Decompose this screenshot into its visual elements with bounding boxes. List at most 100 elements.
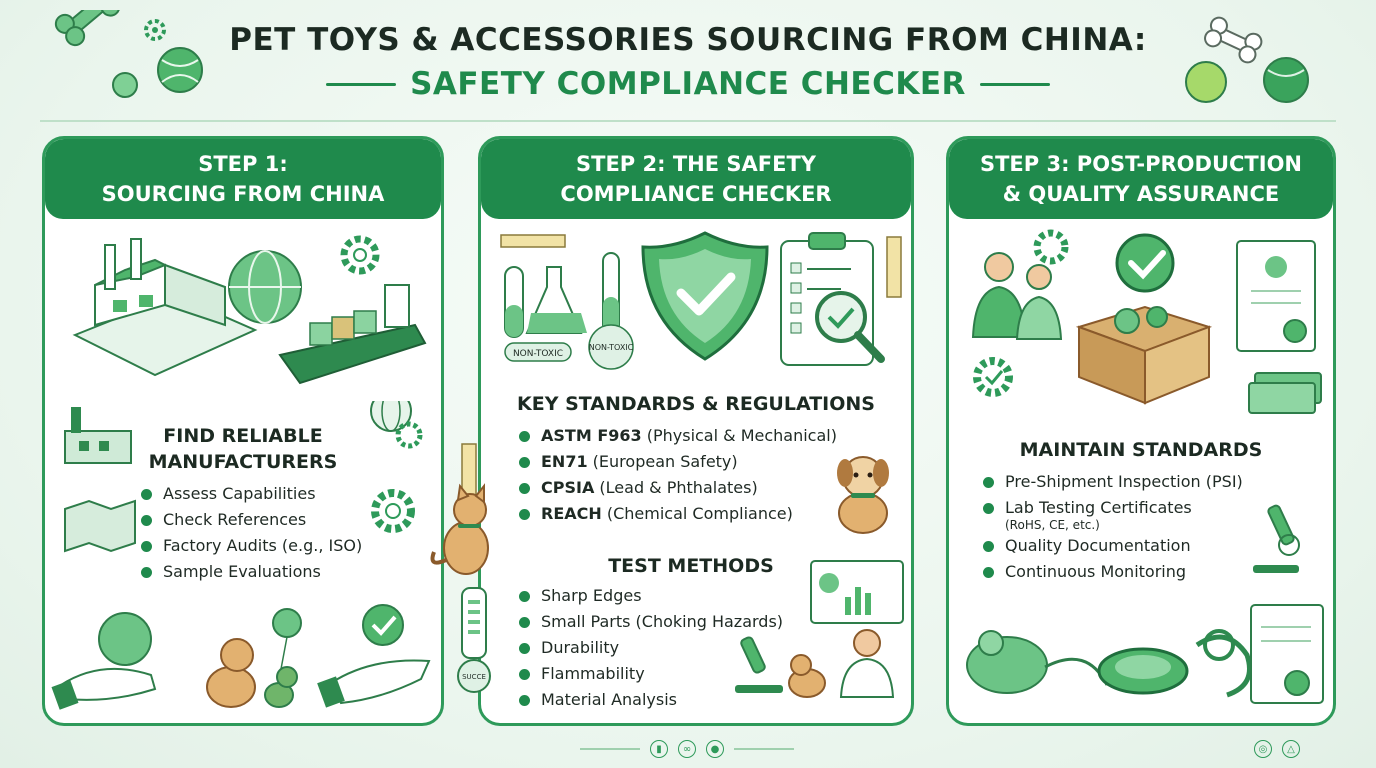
step3-heading-line1: STEP 3: POST-PRODUCTION — [979, 152, 1302, 176]
chart-icon: ▮ — [650, 740, 668, 758]
step1-heading-line1: STEP 1: — [198, 152, 288, 176]
step1-side-icons — [64, 401, 423, 553]
microscope-icon — [1253, 504, 1300, 573]
standard-desc: (Chemical Compliance) — [601, 504, 793, 523]
standard-desc: (Physical & Mechanical) — [641, 426, 837, 445]
step2-heading-line2: COMPLIANCE CHECKER — [560, 182, 832, 206]
step2-illustration: NON-TOXIC NON-TOXIC — [500, 231, 902, 370]
step3-heading-line2: & QUALITY ASSURANCE — [1002, 182, 1280, 206]
certificate-icon — [1236, 240, 1316, 352]
dog-illustration — [837, 456, 889, 534]
gear-icon — [144, 19, 166, 41]
subtitle-rule-left — [326, 82, 397, 86]
list-item: Small Parts (Choking Hazards) — [519, 609, 783, 635]
shield-check-icon — [641, 231, 769, 361]
cat-illustration — [430, 443, 489, 575]
footer-divider — [734, 748, 794, 750]
box-icon — [1075, 305, 1213, 405]
list-item: Sharp Edges — [519, 583, 783, 609]
frisbee-icon — [1097, 647, 1189, 695]
list-item: Lab Testing Certificates(RoHS, CE, etc.) — [983, 495, 1243, 533]
badge2-text: NON-TOXIC — [589, 343, 634, 352]
gear-icon — [371, 489, 415, 533]
list-item: Quality Documentation — [983, 533, 1243, 559]
list-item: REACH (Chemical Compliance) — [519, 501, 837, 527]
magnifier-icon — [815, 291, 885, 363]
mouse-toy-icon — [966, 630, 1109, 694]
gauge-illustration: SUCCE — [457, 587, 491, 693]
step1-bottom-art — [51, 604, 431, 710]
tests-list: Sharp Edges Small Parts (Choking Hazards… — [519, 583, 783, 713]
step2-bottom-art — [735, 560, 904, 698]
pets-icon — [206, 608, 302, 708]
ship-icon — [278, 284, 427, 385]
page-header: PET TOYS & ACCESSORIES SOURCING FROM CHI… — [0, 22, 1376, 102]
globe-icon — [228, 250, 302, 324]
step1-heading: STEP 1: SOURCING FROM CHINA — [45, 139, 441, 219]
step2-heading-line1: STEP 2: THE SAFETY — [576, 152, 816, 176]
standard-code: REACH — [541, 504, 602, 523]
badge1-text: NON-TOXIC — [513, 349, 563, 359]
header-left-art — [54, 10, 203, 98]
standard-desc: (Lead & Phthalates) — [594, 478, 758, 497]
list-item: Material Analysis — [519, 687, 783, 713]
list-item: Durability — [519, 635, 783, 661]
step1-section-line1: FIND RELIABLE — [163, 425, 323, 447]
map-icon — [64, 499, 136, 553]
standard-code: ASTM F963 — [541, 426, 642, 445]
list-item: Pre-Shipment Inspection (PSI) — [983, 469, 1243, 495]
header-divider — [40, 120, 1336, 122]
step3-panel: STEP 3: POST-PRODUCTION & QUALITY ASSURA… — [946, 136, 1336, 726]
bone-icon — [54, 10, 121, 47]
list-item: ASTM F963 (Physical & Mechanical) — [519, 423, 837, 449]
step3-illustration — [971, 229, 1322, 414]
list-item: Assess Capabilities — [141, 481, 362, 507]
subtitle-rule-right — [979, 82, 1050, 86]
step1-section-line2: MANUFACTURERS — [148, 451, 338, 473]
step2-panel: STEP 2: THE SAFETY COMPLIANCE CHECKER NO… — [478, 136, 914, 726]
list-item: Factory Audits (e.g., ISO) — [141, 533, 362, 559]
cat-icon — [430, 483, 489, 575]
step1-panel: STEP 1: SOURCING FROM CHINA — [42, 136, 444, 726]
page-title: PET TOYS & ACCESSORIES SOURCING FROM CHI… — [229, 22, 1147, 58]
microscope-icon — [735, 636, 783, 693]
step3-heading: STEP 3: POST-PRODUCTION & QUALITY ASSURA… — [949, 139, 1333, 219]
network-icon: △ — [1282, 740, 1300, 758]
hand-globe-icon — [51, 612, 157, 710]
dog-icon — [837, 456, 889, 534]
scientist-icon — [788, 629, 895, 698]
standards-title: KEY STANDARDS & REGULATIONS — [517, 393, 875, 415]
non-toxic-badge: NON-TOXIC NON-TOXIC — [504, 324, 634, 370]
bone-icon — [1204, 16, 1263, 64]
step3-bottom-art — [966, 504, 1324, 704]
list-item: EN71 (European Safety) — [519, 449, 837, 475]
footer-divider — [580, 748, 640, 750]
globe-icon: ◎ — [1254, 740, 1272, 758]
standard-desc: (European Safety) — [587, 452, 738, 471]
ruler-icon — [886, 236, 902, 298]
subtitle-row: SAFETY COMPLIANCE CHECKER — [0, 66, 1376, 102]
step1-illustration — [72, 235, 427, 385]
standards-list: ASTM F963 (Physical & Mechanical) EN71 (… — [519, 423, 837, 527]
factory-icon — [64, 407, 132, 464]
footer-icons-right: ◎ △ — [1254, 740, 1300, 758]
footer-icons-center: ▮ ∞ ● — [580, 740, 794, 758]
test-tubes-icon — [500, 234, 620, 338]
tests-title: TEST METHODS — [608, 555, 774, 577]
factory-icon — [72, 238, 258, 377]
money-icon — [1248, 372, 1322, 414]
list-item-text: Lab Testing Certificates — [1005, 498, 1192, 517]
certificate-icon — [1250, 604, 1324, 704]
leash-icon — [1195, 629, 1252, 698]
step1-section-title: FIND RELIABLE MANUFACTURERS — [45, 423, 441, 475]
step3-section-title: MAINTAIN STANDARDS — [1019, 439, 1263, 461]
list-item: Check References — [141, 507, 362, 533]
tennis-ball-icon — [1185, 57, 1309, 103]
list-item: Continuous Monitoring — [983, 559, 1243, 585]
list-item-subtext: (RoHS, CE, etc.) — [1005, 518, 1100, 532]
step1-heading-line2: SOURCING FROM CHINA — [101, 182, 385, 206]
header-right-art — [1185, 16, 1309, 103]
globe-icon — [370, 401, 423, 449]
standard-code: CPSIA — [541, 478, 595, 497]
step1-list: Assess Capabilities Check References Fac… — [141, 481, 362, 585]
